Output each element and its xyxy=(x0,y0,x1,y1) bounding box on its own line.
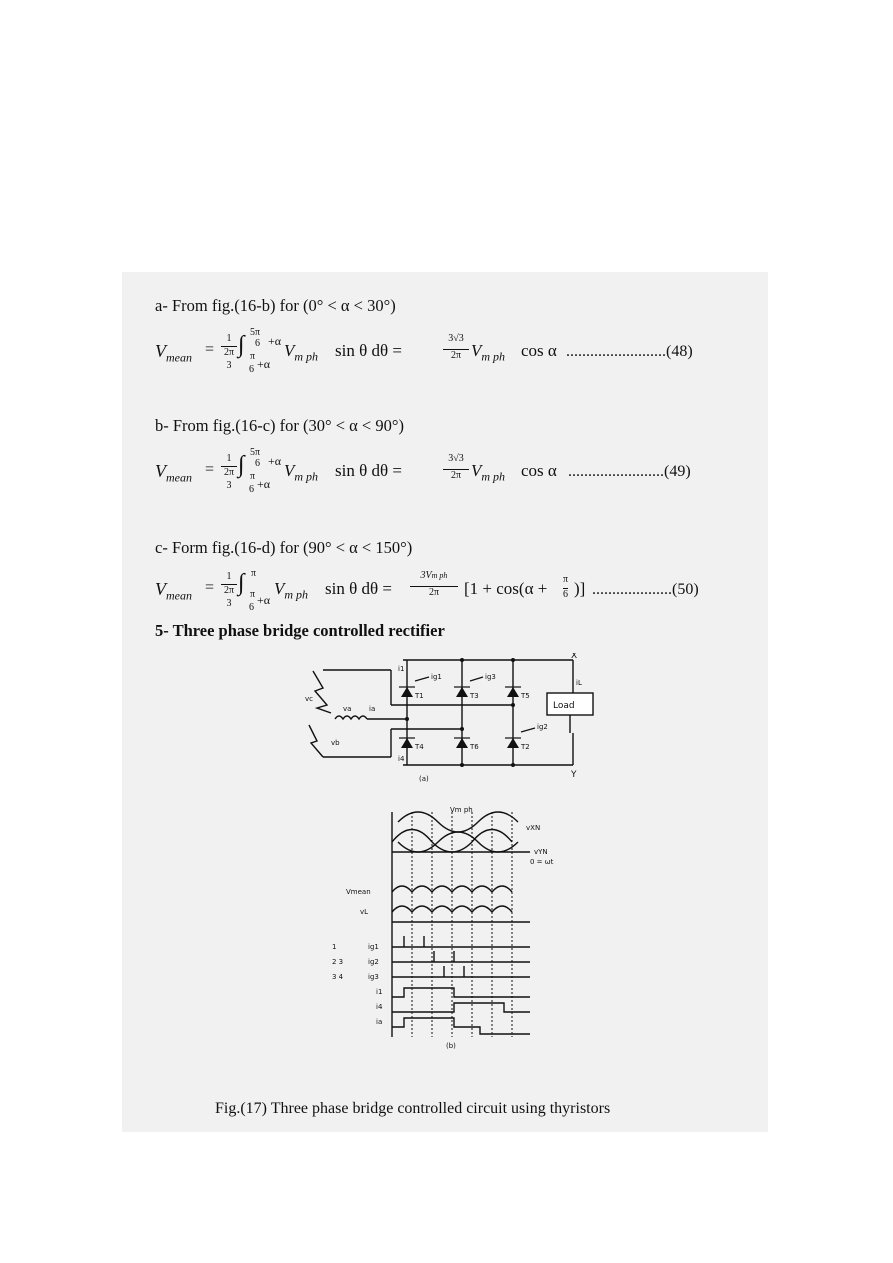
svg-text:T1: T1 xyxy=(414,692,424,700)
svg-text:Y: Y xyxy=(570,770,577,780)
svg-text:ig2: ig2 xyxy=(537,723,548,731)
svg-text:ig1: ig1 xyxy=(368,943,379,951)
svg-text:ig2: ig2 xyxy=(368,958,379,966)
svg-text:ia: ia xyxy=(376,1018,382,1026)
svg-text:vXN: vXN xyxy=(526,824,540,832)
bridge-circuit-diagram: Load X Y T1 T3 T5 T4 T6 T2 ig1 ig3 ig2 i… xyxy=(305,653,594,783)
svg-text:T6: T6 xyxy=(469,743,479,751)
load-label: Load xyxy=(553,701,575,711)
svg-text:(b): (b) xyxy=(446,1042,456,1050)
svg-text:vL: vL xyxy=(360,908,368,916)
section-a-heading: a- From fig.(16-b) for (0° < α < 30°) xyxy=(155,296,396,315)
svg-text:X: X xyxy=(571,653,577,661)
svg-text:ia: ia xyxy=(369,705,375,713)
svg-text:(a): (a) xyxy=(419,775,429,783)
svg-text:i4: i4 xyxy=(376,1003,383,1011)
svg-text:va: va xyxy=(343,705,351,713)
svg-text:vc: vc xyxy=(305,695,313,703)
svg-text:vYN: vYN xyxy=(534,848,548,856)
svg-text:iL: iL xyxy=(576,679,582,687)
section-b-heading: b- From fig.(16-c) for (30° < α < 90°) xyxy=(155,416,404,435)
svg-text:i1: i1 xyxy=(398,665,404,673)
svg-text:ig3: ig3 xyxy=(368,973,379,981)
section-5-heading: 5- Three phase bridge controlled rectifi… xyxy=(155,621,445,640)
svg-text:1: 1 xyxy=(332,943,336,951)
svg-text:Vm ph: Vm ph xyxy=(450,806,473,814)
svg-text:ig1: ig1 xyxy=(431,673,442,681)
waveform-diagram: Vm ph vXN vYN 0 = ωt Vmean vL ig1 ig2 ig… xyxy=(332,806,554,1050)
svg-text:Vmean: Vmean xyxy=(346,888,371,896)
svg-text:ig3: ig3 xyxy=(485,673,496,681)
svg-text:i1: i1 xyxy=(376,988,382,996)
svg-text:T4: T4 xyxy=(414,743,424,751)
svg-text:0 = ωt: 0 = ωt xyxy=(530,858,554,866)
figure-caption: Fig.(17) Three phase bridge controlled c… xyxy=(215,1100,611,1117)
svg-text:vb: vb xyxy=(331,739,340,747)
svg-text:3 4: 3 4 xyxy=(332,973,344,981)
svg-text:T2: T2 xyxy=(520,743,530,751)
svg-text:i4: i4 xyxy=(398,755,405,763)
svg-text:T5: T5 xyxy=(520,692,530,700)
section-c-heading: c- Form fig.(16-d) for (90° < α < 150°) xyxy=(155,538,413,557)
svg-text:2 3: 2 3 xyxy=(332,958,343,966)
svg-text:T3: T3 xyxy=(469,692,479,700)
